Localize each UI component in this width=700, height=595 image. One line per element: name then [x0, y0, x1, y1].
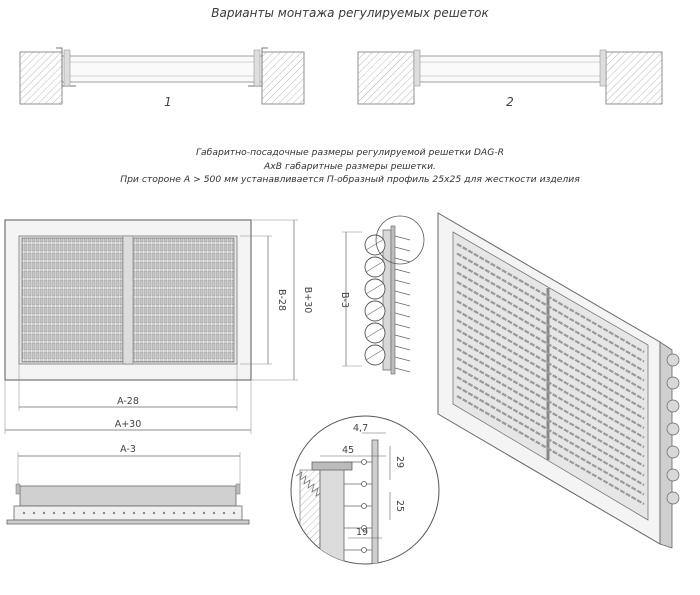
side-frame — [382, 229, 392, 371]
dim-b-minus-3: B-3 — [339, 292, 350, 308]
note-line-1: Габаритно-посадочные размеры регулируемо… — [195, 147, 505, 158]
dim-29: 29 — [394, 456, 405, 468]
top-view: A-3 — [6, 444, 250, 525]
plan-flange — [13, 505, 243, 521]
notes-block: Габаритно-посадочные размеры регулируемо… — [0, 146, 700, 187]
dim-b-minus-28: B-28 — [276, 289, 287, 311]
side-section-view: B-3 — [339, 215, 425, 375]
note-line-2: AxB габаритные размеры решетки. — [264, 160, 436, 172]
louvre-field-right — [132, 237, 235, 363]
detail-view: 4,7 45 29 25 19 — [290, 415, 440, 565]
wall-right-1 — [261, 51, 305, 105]
dim-25: 25 — [394, 500, 405, 512]
dim-45: 45 — [342, 445, 354, 456]
mount-variant-1: 1 — [19, 47, 305, 109]
grille-body-1 — [61, 55, 263, 83]
front-view: B-28 B+30 A-28 A+30 — [4, 219, 313, 434]
dim-a-minus-28: A-28 — [117, 396, 139, 407]
louvre-field-left — [21, 237, 124, 363]
grille-body-2 — [413, 55, 607, 83]
dim-a-minus-3: A-3 — [120, 444, 136, 455]
plan-body — [19, 485, 237, 507]
wall-left-1 — [19, 51, 63, 105]
variant-1-label: 1 — [164, 95, 172, 109]
isometric-view — [437, 212, 680, 549]
mount-variant-2: 2 — [357, 49, 663, 109]
wall-left-2 — [357, 51, 415, 105]
side-flange — [390, 225, 396, 375]
dim-4-7: 4,7 — [353, 423, 368, 434]
page-title: Варианты монтажа регулируемых решеток — [211, 6, 489, 20]
detail-callout-circle — [375, 215, 425, 265]
note-line-3: При стороне A > 500 мм устанавливается П… — [120, 174, 580, 185]
center-divider — [122, 235, 134, 365]
dim-b-plus-30: B+30 — [302, 287, 313, 314]
plan-base — [6, 519, 250, 525]
dim-a-plus-30: A+30 — [115, 419, 142, 430]
wall-right-2 — [605, 51, 663, 105]
dim-19: 19 — [356, 527, 368, 538]
variant-2-label: 2 — [506, 95, 514, 109]
